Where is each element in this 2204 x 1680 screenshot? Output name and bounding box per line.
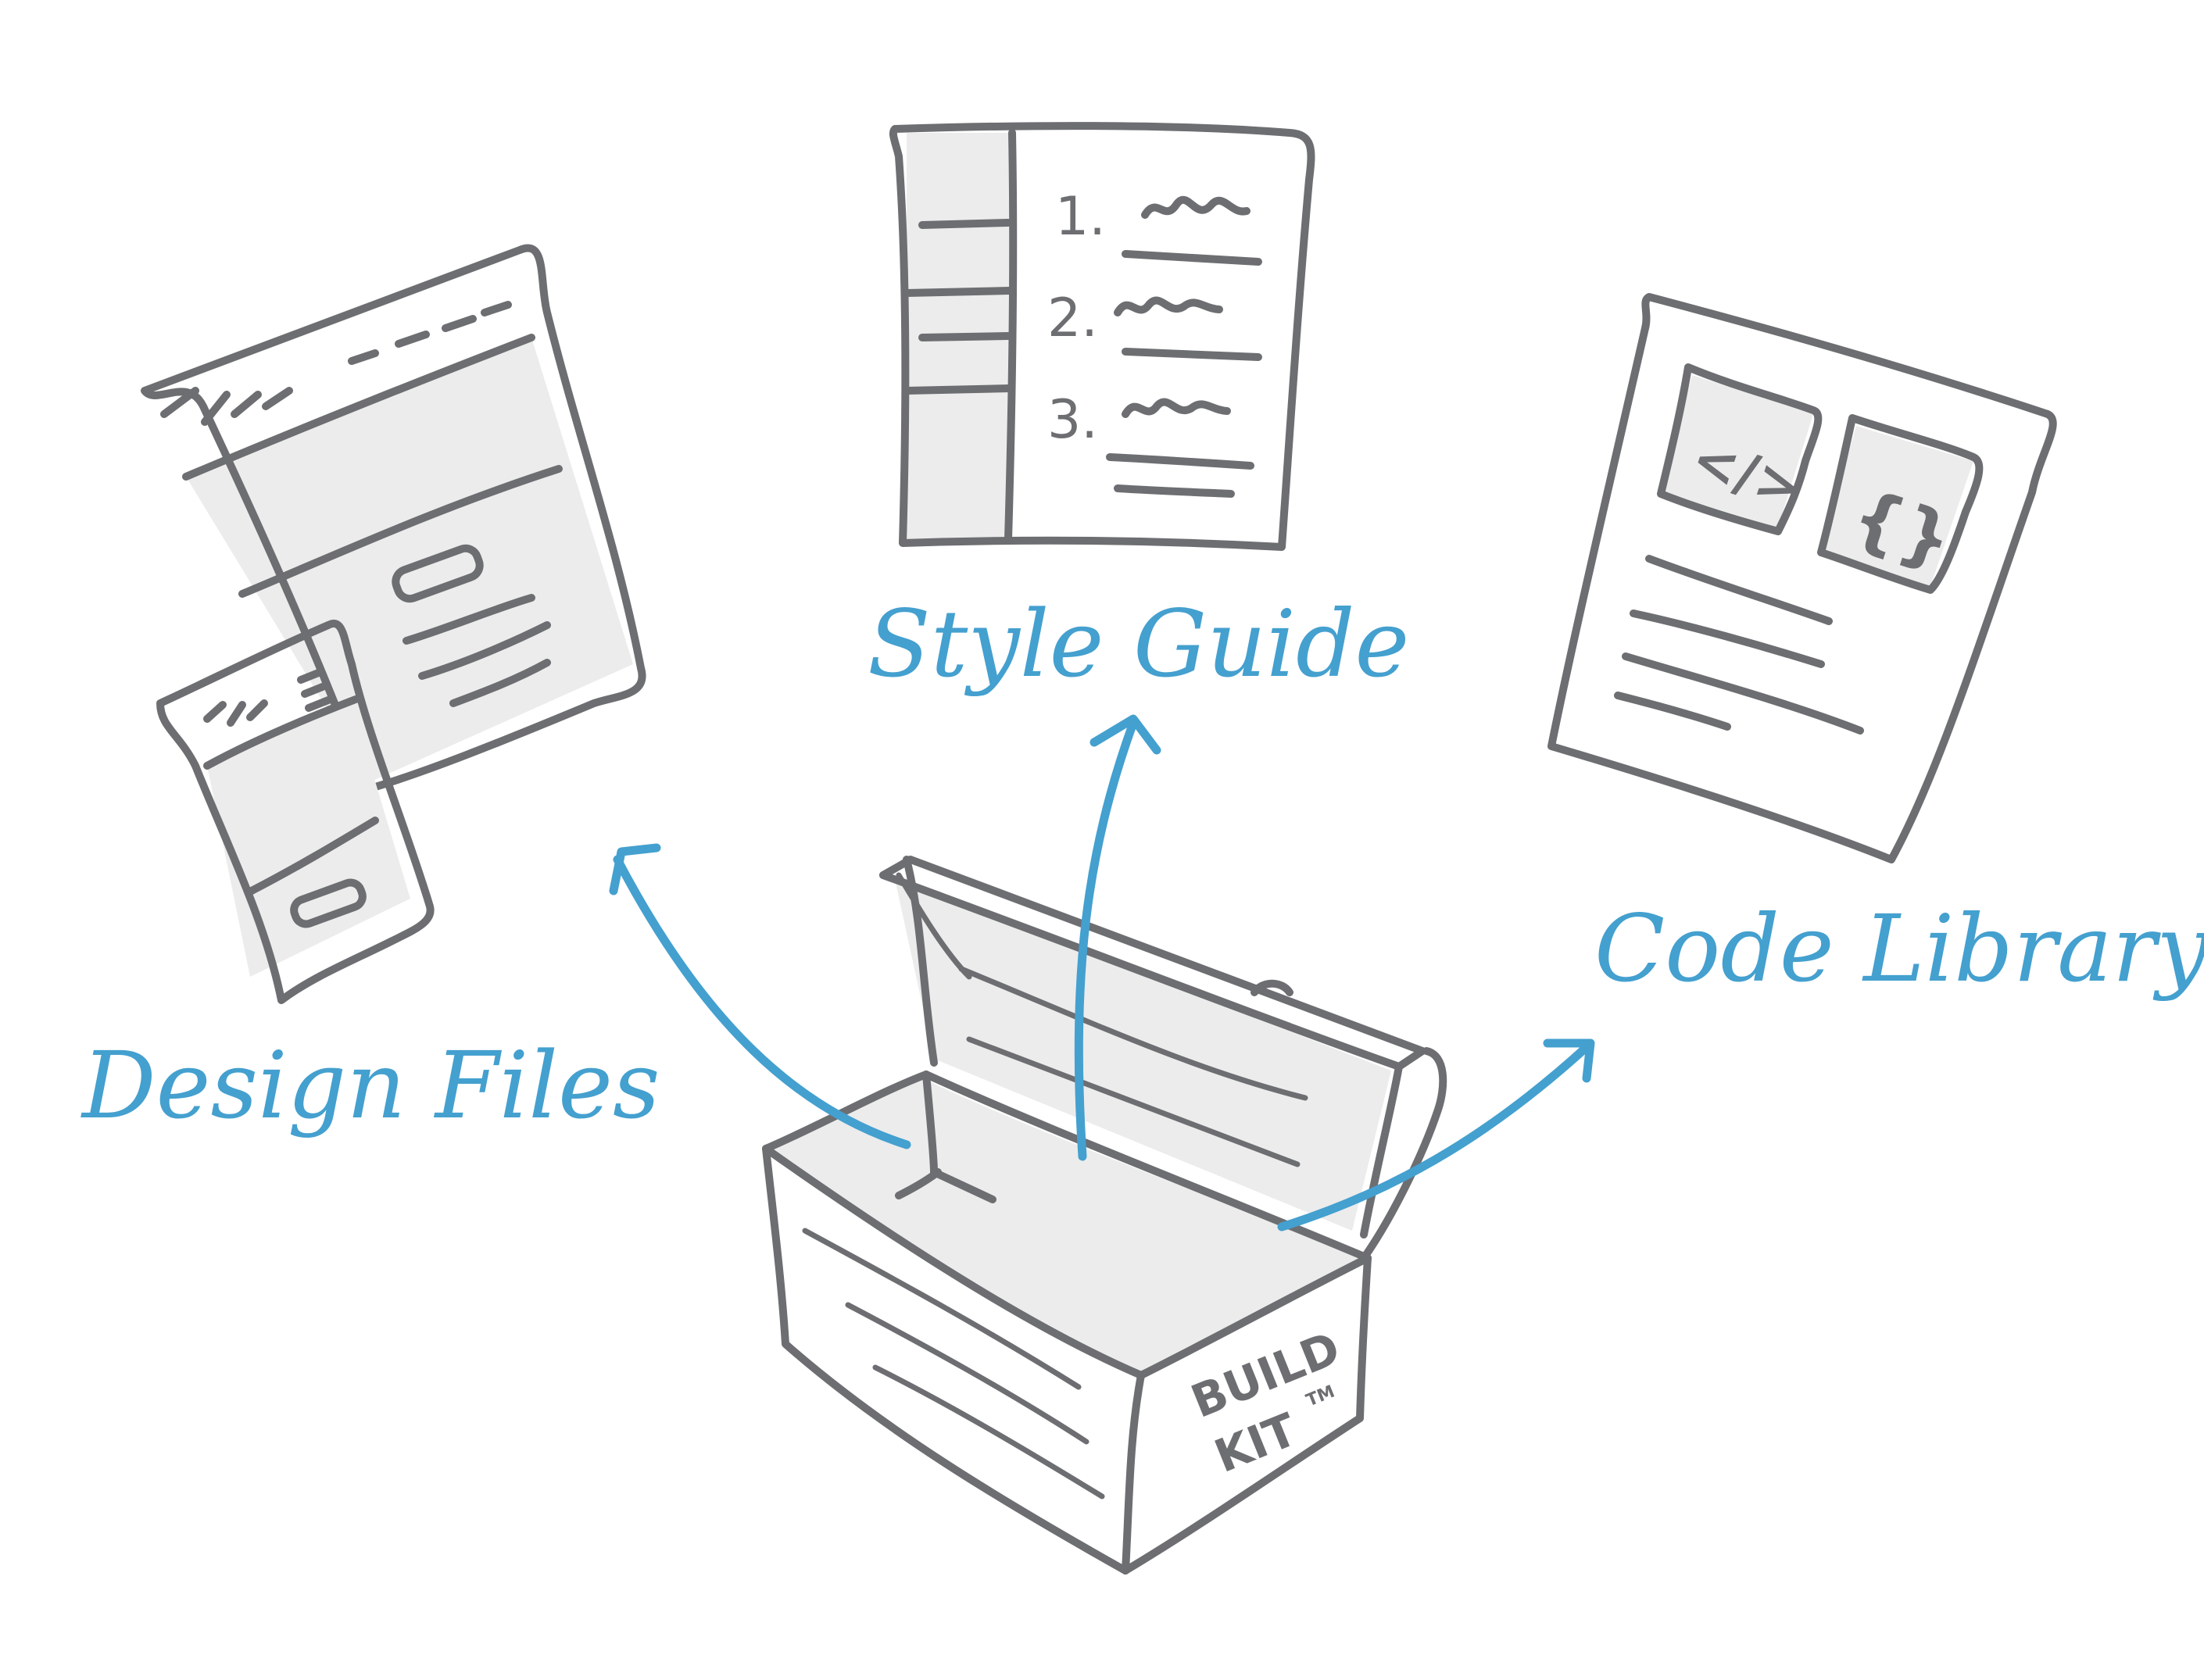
style-guide-item-2: 2. [1047, 288, 1098, 349]
style-guide-icon: 1. 2. 3. [893, 126, 1311, 547]
style-guide-item-1: 1. [1055, 186, 1106, 248]
label-design-files: Design Files [81, 1031, 660, 1139]
toolbox-trademark: TM [1304, 1382, 1338, 1411]
design-files-icon [145, 248, 642, 1000]
style-guide-item-3: 3. [1047, 389, 1098, 451]
code-library-icon: </> {} [1551, 297, 2053, 860]
label-code-library: Code Library [1594, 895, 2204, 1003]
label-style-guide: Style Guide [868, 590, 1409, 698]
toolbox-icon: BUILD KIT TM [766, 860, 1443, 1571]
